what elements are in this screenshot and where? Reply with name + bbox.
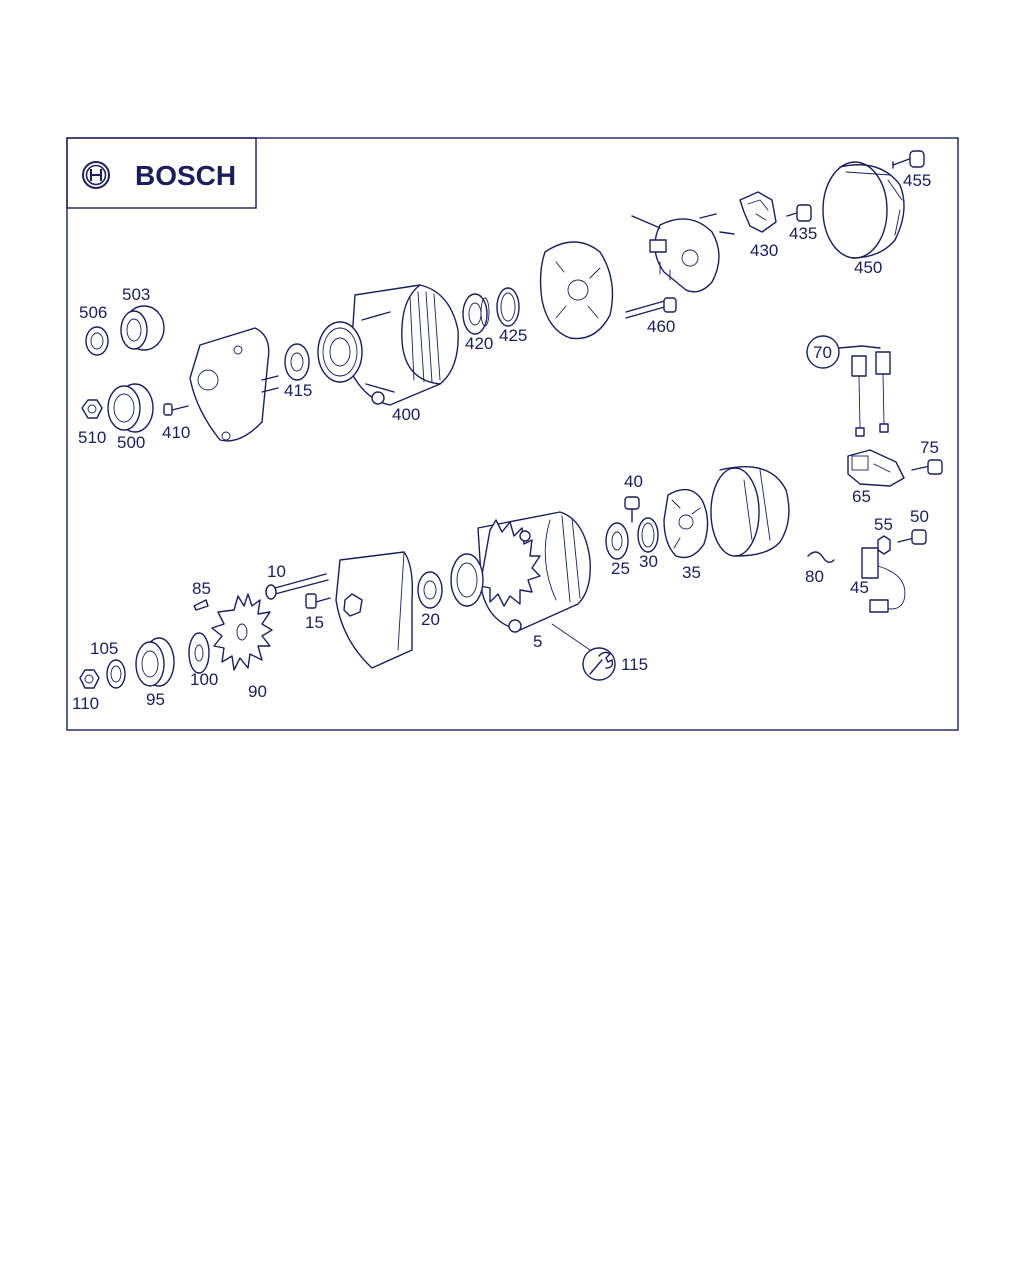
part-10-bolt (265, 573, 329, 600)
part-455-bolt (892, 150, 925, 169)
label-510: 510 (78, 428, 106, 447)
label-10: 10 (267, 562, 286, 581)
label-425: 425 (499, 326, 527, 345)
label-50: 50 (910, 507, 929, 526)
label-30: 30 (639, 552, 658, 571)
part-end-shield-front (189, 327, 279, 442)
label-95: 95 (146, 690, 165, 709)
part-506-cap (85, 326, 109, 356)
part-80-clip (807, 551, 835, 563)
part-90-fan (211, 593, 273, 671)
part-503-pulley (120, 305, 165, 351)
label-500: 500 (117, 433, 145, 452)
part-105-ring (106, 659, 126, 689)
part-460-bolt (625, 297, 677, 319)
wrench-icon (589, 651, 614, 675)
label-80: 80 (805, 567, 824, 586)
diagram-frame (66, 137, 959, 731)
label-70: 70 (813, 343, 832, 362)
label-503: 503 (122, 285, 150, 304)
brand-logo-box: BOSCH (66, 137, 257, 209)
label-40: 40 (624, 472, 643, 491)
label-100: 100 (190, 670, 218, 689)
label-35: 35 (682, 563, 701, 582)
part-500-pulley (107, 383, 154, 433)
label-105: 105 (90, 639, 118, 658)
part-cover-lower (710, 466, 790, 557)
part-drive-end-shield-lower (335, 551, 414, 669)
part-75-screw (911, 459, 943, 475)
label-410: 410 (162, 423, 190, 442)
part-70-brush-kit (806, 335, 891, 437)
part-85-key (193, 599, 209, 611)
part-450-cover (822, 161, 905, 259)
part-115-tool (551, 623, 616, 681)
part-430-regulator (739, 191, 777, 233)
label-45: 45 (850, 578, 869, 597)
label-65: 65 (852, 487, 871, 506)
part-110-nut (79, 669, 100, 689)
label-20: 20 (421, 610, 440, 629)
part-35-end-shield (663, 488, 709, 559)
part-425-ring (496, 287, 520, 327)
part-end-shield-rear (539, 241, 614, 340)
label-415: 415 (284, 381, 312, 400)
brand-name: BOSCH (135, 160, 236, 191)
part-40-screw (624, 496, 640, 523)
label-85: 85 (192, 579, 211, 598)
part-435-bolt (786, 204, 812, 222)
part-410-screw (163, 403, 189, 416)
label-25: 25 (611, 559, 630, 578)
label-90: 90 (248, 682, 267, 701)
label-15: 15 (305, 613, 324, 632)
part-brush-holder-assembly (631, 213, 735, 293)
part-420-bearing (462, 293, 490, 335)
part-5-alternator (450, 511, 591, 633)
label-115: 115 (621, 655, 648, 674)
part-510-nut (81, 399, 103, 419)
label-75: 75 (920, 438, 939, 457)
label-460: 460 (647, 317, 675, 336)
label-110: 110 (72, 694, 99, 713)
part-45-regulator (861, 547, 906, 613)
part-15-screw (305, 593, 331, 609)
label-506: 506 (79, 303, 107, 322)
part-30-ring (637, 517, 659, 553)
label-55: 55 (874, 515, 893, 534)
part-415-bearing (284, 343, 310, 381)
part-100-washer (188, 632, 210, 674)
part-95-pulley (135, 637, 175, 687)
part-50-screw (897, 529, 927, 545)
part-400-alternator (317, 284, 459, 406)
label-455: 455 (903, 171, 931, 190)
label-435: 435 (789, 224, 817, 243)
bosch-armature-logo-icon (82, 161, 110, 189)
label-5: 5 (533, 632, 542, 651)
part-65-regulator (847, 449, 905, 487)
label-430: 430 (750, 241, 778, 260)
label-420: 420 (465, 334, 493, 353)
part-20-bearing (417, 571, 443, 609)
part-55-nut (877, 535, 891, 555)
part-25-bearing (605, 522, 629, 560)
label-450: 450 (854, 258, 882, 277)
part-labels: 455 450 430 435 460 506 503 420 425 415 … (72, 171, 939, 713)
label-400: 400 (392, 405, 420, 424)
